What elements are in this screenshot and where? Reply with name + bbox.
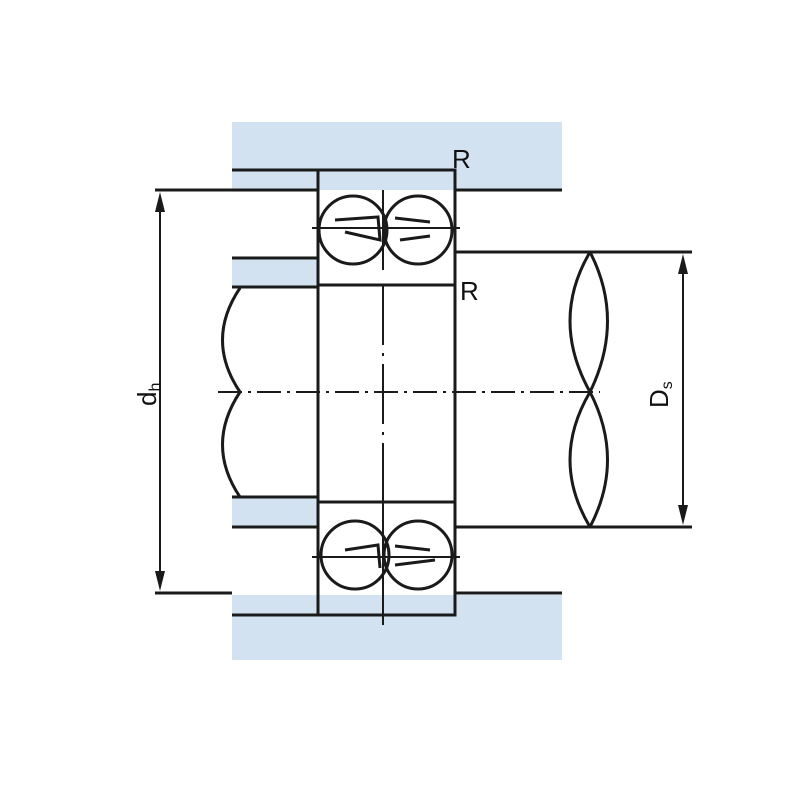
dimension-ds: [595, 250, 692, 529]
housing-top: [232, 122, 562, 286]
radius-label-top: R: [452, 144, 471, 174]
ds-label: Ds: [644, 381, 676, 408]
dimension-dh: [155, 188, 232, 595]
ds-sub: s: [659, 381, 676, 389]
dh-sub: h: [147, 383, 164, 392]
svg-text:dh: dh: [132, 383, 164, 406]
bearing-bottom: [312, 500, 460, 617]
housing-bottom: [232, 498, 562, 660]
ds-main: D: [644, 389, 674, 408]
dh-main: d: [132, 392, 162, 406]
shaft: [221, 250, 609, 529]
bearing-top: [312, 168, 460, 287]
housing-lines: [220, 168, 562, 617]
radius-label-bottom: R: [460, 276, 479, 306]
dh-label: dh: [132, 383, 164, 406]
centerlines: [218, 190, 600, 625]
svg-text:Ds: Ds: [644, 381, 676, 408]
